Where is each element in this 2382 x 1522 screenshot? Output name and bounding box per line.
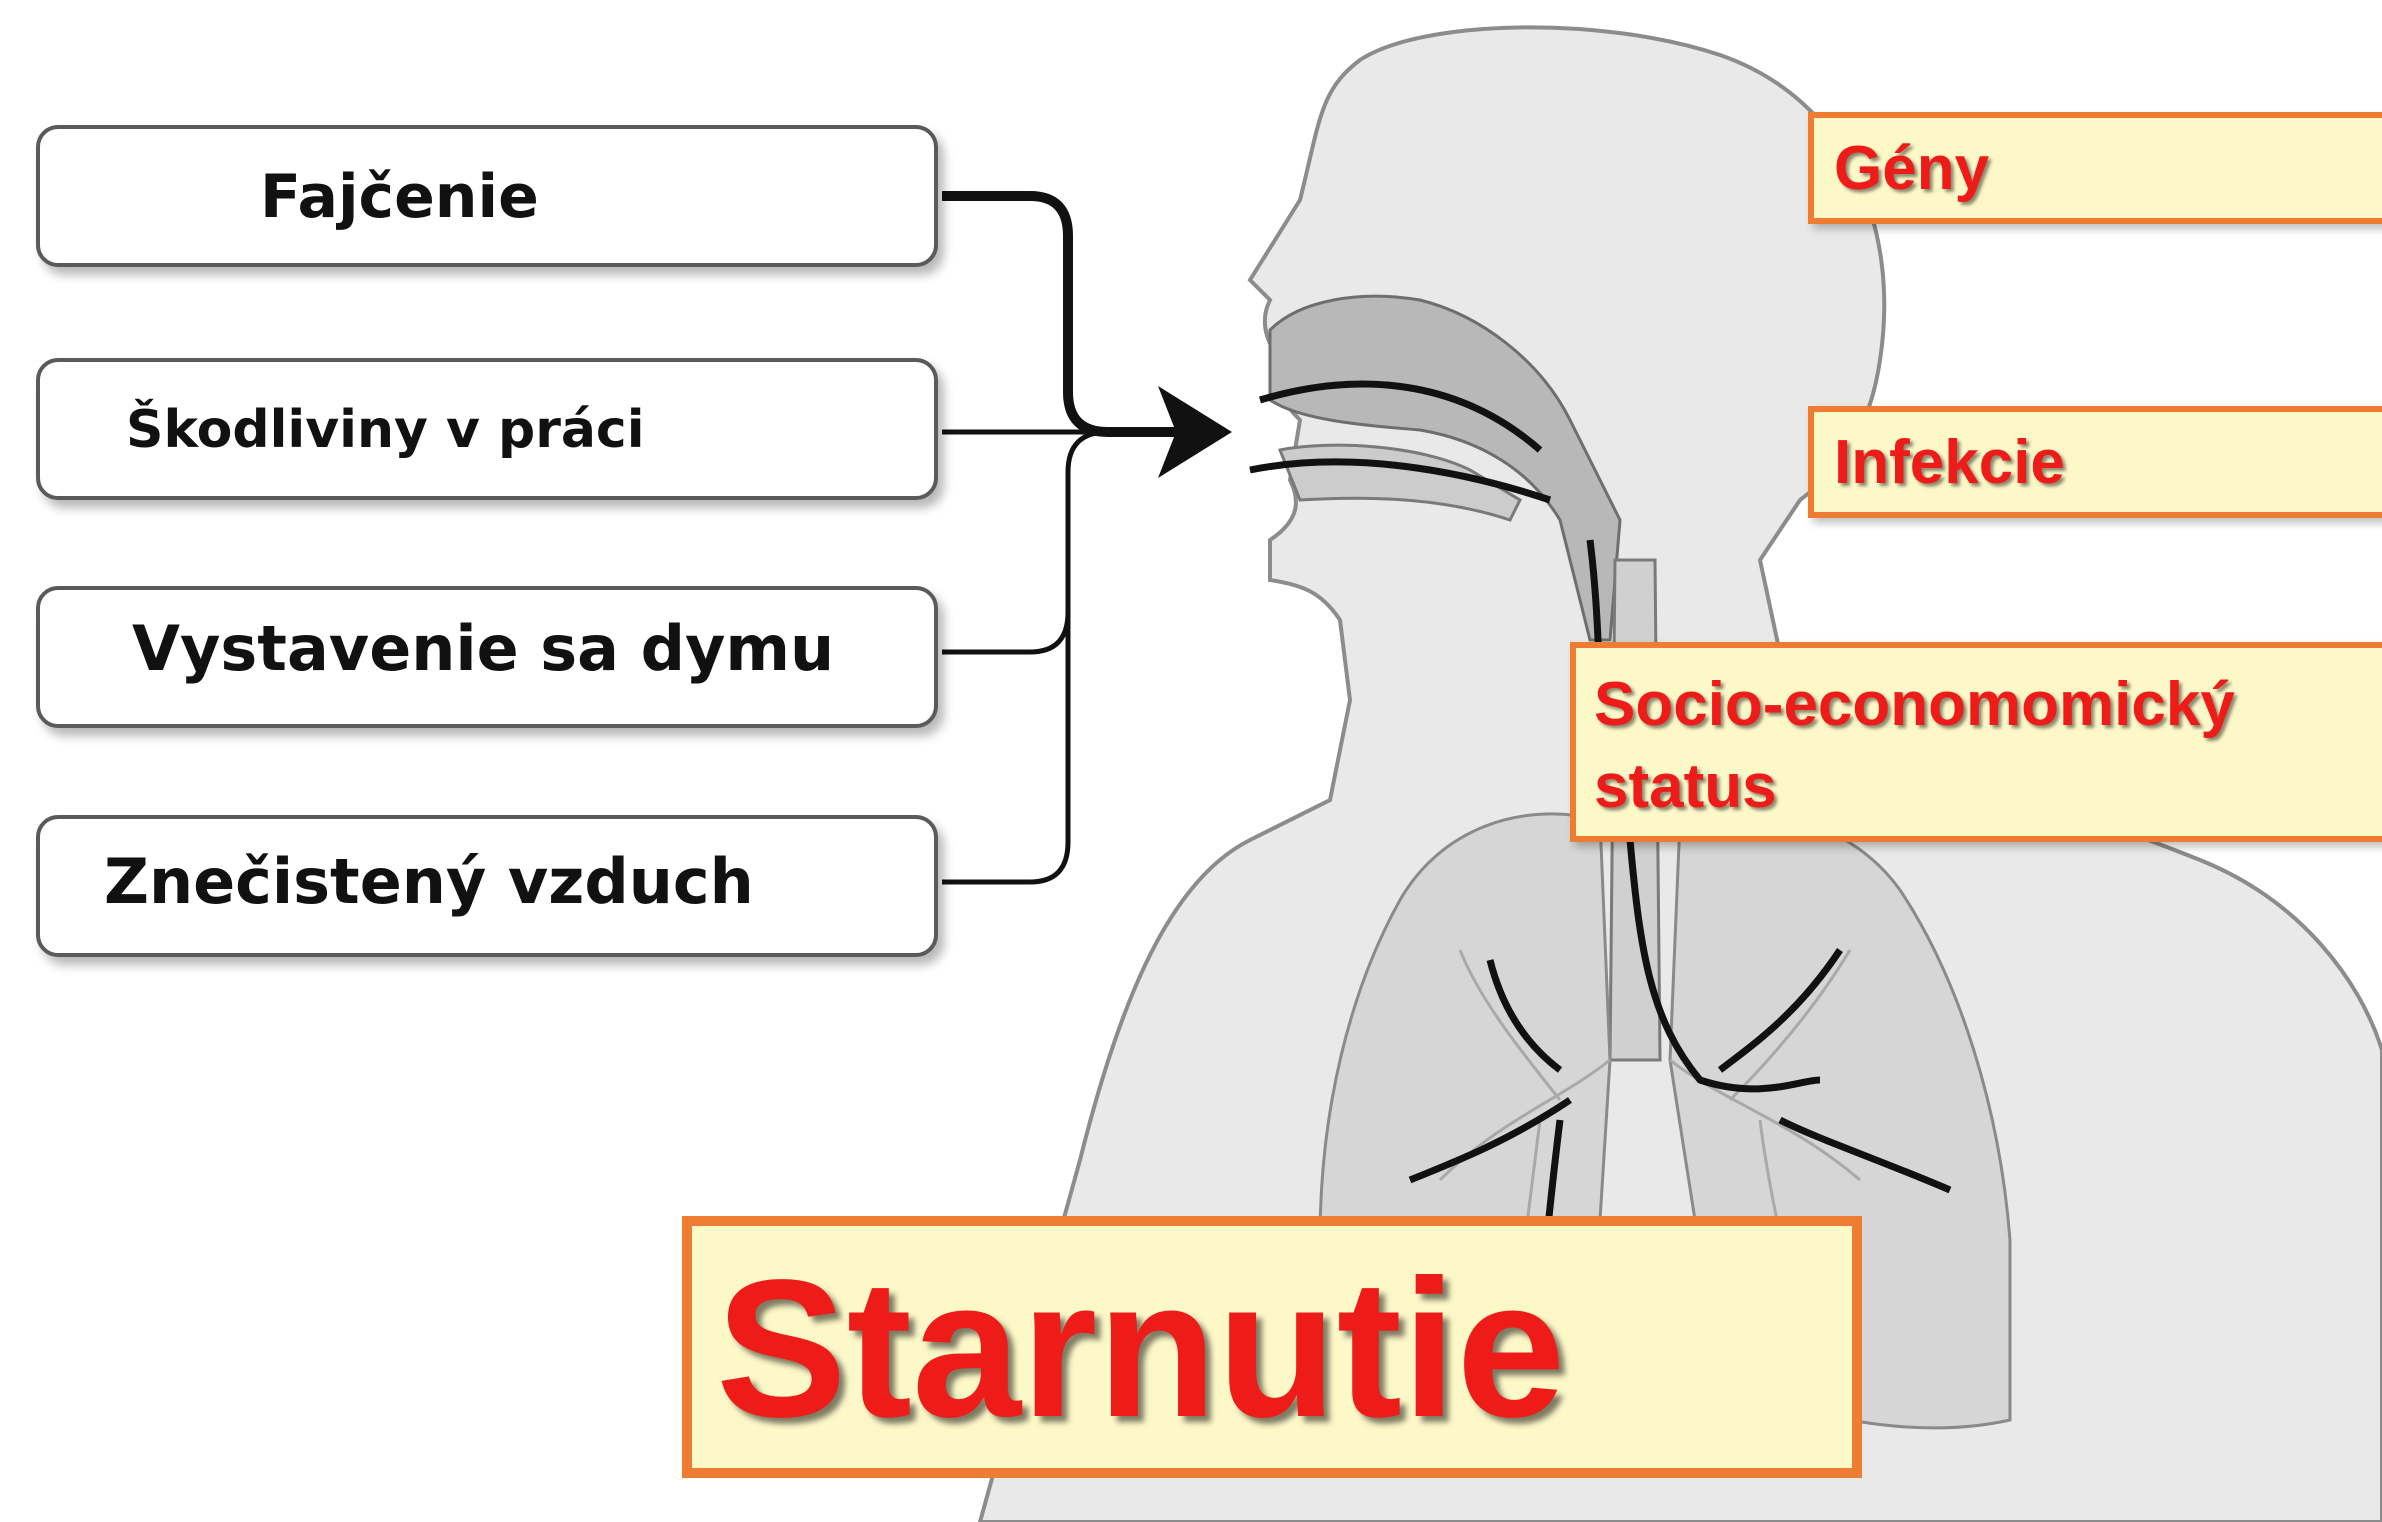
aging-box: Starnutie — [682, 1216, 1862, 1478]
source-connectors — [942, 196, 1180, 882]
factor-label-socioeconomic-line2: status — [1594, 752, 1777, 821]
source-label-occupational: Škodliviny v práci — [126, 400, 645, 460]
aging-label: Starnutie — [716, 1236, 1565, 1461]
factor-label-socioeconomic-line1: Socio-economomický — [1594, 670, 2235, 739]
source-label-smoke-exposure: Vystavenie sa dymu — [132, 612, 834, 685]
factor-label-infections: Infekcie — [1834, 428, 2065, 497]
factor-label-genes: Gény — [1834, 134, 1989, 203]
source-label-air-pollution: Znečistený vzduch — [104, 845, 754, 918]
source-label-smoking: Fajčenie — [260, 162, 539, 232]
